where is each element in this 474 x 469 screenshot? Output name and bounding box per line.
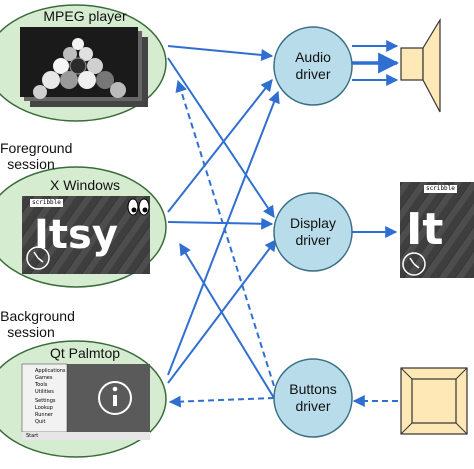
buttons-driver-line1: Buttons (289, 381, 337, 397)
arrow-buttons-to-qt (168, 395, 275, 408)
qt-menu-item: Settings (35, 398, 56, 404)
audio-driver-line2: driver (295, 66, 331, 82)
xwindows-session-label: X Windows (49, 177, 121, 193)
qt-start-button: Start (26, 433, 39, 439)
qt-screen (21, 363, 150, 440)
background-label-line1: Background (0, 308, 75, 324)
qt-menu-item: Runner (35, 412, 53, 418)
foreground-label-line2: session (7, 156, 55, 172)
qt-menu-item: Applications (35, 368, 66, 374)
arrow-x-to-audio (167, 79, 273, 213)
qt-menu-item: Utilities (35, 389, 54, 395)
arrow-qt-to-audio (167, 90, 280, 376)
qt-menu-item: Tools (35, 382, 48, 388)
info-icon (98, 381, 132, 415)
qt-menu-item: Lookup (35, 405, 53, 411)
xwindows-screen (22, 196, 150, 274)
arrow-mpeg-to-audio (167, 45, 274, 61)
arrows (167, 40, 400, 408)
background-label-line2: session (7, 324, 55, 340)
qt-session-label: Qt Palmtop (49, 345, 121, 361)
mpeg-video-frame (20, 27, 148, 107)
clock-icon (26, 246, 50, 270)
audio-driver-circle (273, 26, 353, 106)
audio-driver-line1: Audio (295, 49, 331, 65)
hardware-button-icon (400, 367, 468, 435)
display-driver-circle (273, 192, 353, 272)
device-display-screen (400, 182, 474, 278)
device-itsy-title: It (406, 204, 444, 255)
buttons-driver-circle (273, 358, 353, 438)
audio-driver-label: Audio driver (273, 49, 353, 83)
arrow-x-to-display (167, 217, 274, 230)
display-driver-line1: Display (290, 215, 336, 231)
billiard-balls (33, 38, 126, 99)
display-driver-label: Display driver (273, 215, 353, 249)
mpeg-session-label: MPEG player (43, 8, 127, 24)
speaker-icon (400, 17, 441, 113)
xwindows-scribble-tag: scribble (30, 199, 63, 207)
buttons-driver-line2: driver (295, 398, 331, 414)
eyes-icon (127, 198, 150, 216)
display-driver-line2: driver (295, 232, 331, 248)
device-scribble-tag: scribble (424, 185, 457, 193)
clock-icon (402, 252, 426, 276)
xwindows-itsy-title: Itsy (34, 212, 118, 258)
arrow-buttons-to-mpeg (175, 79, 275, 387)
foreground-label-line1: Foreground (0, 140, 73, 156)
arrow-buttons-to-x (179, 242, 275, 399)
arrow-qt-to-display (167, 239, 277, 384)
buttons-driver-label: Buttons driver (273, 381, 353, 415)
qt-menu-item: Games (35, 375, 53, 381)
qt-menu-item: Quit (35, 419, 46, 425)
